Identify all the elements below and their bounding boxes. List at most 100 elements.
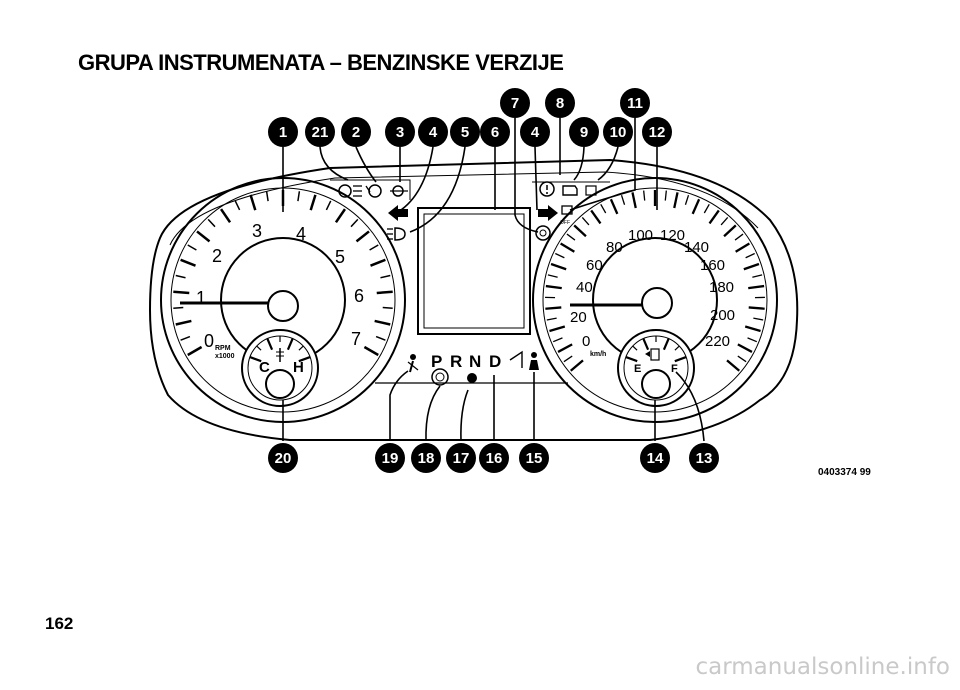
dial-tick xyxy=(563,355,573,363)
fuel-pump-icon xyxy=(645,348,660,361)
gear-p: P xyxy=(431,352,442,371)
callout-label: 13 xyxy=(696,450,713,467)
dial-tick xyxy=(256,345,262,351)
dial-tick xyxy=(549,325,566,333)
fuel-high-label: F xyxy=(671,363,678,375)
dial-tick xyxy=(380,274,391,279)
dial-tick xyxy=(573,224,587,238)
right-turn-signal-icon xyxy=(538,205,558,221)
dial-tick xyxy=(375,335,386,341)
callout-label: 19 xyxy=(382,450,399,467)
cluster-inner-rim xyxy=(169,171,759,246)
speed-label-60: 60 xyxy=(586,257,603,274)
speed-label-0: 0 xyxy=(582,333,590,350)
callout-label: 15 xyxy=(526,450,543,467)
dial-tick xyxy=(298,356,311,363)
tach-unit-rpm: RPM xyxy=(215,345,231,352)
dial-tick xyxy=(566,233,576,241)
speed-label-160: 160 xyxy=(700,257,725,274)
parking-brake-icon xyxy=(431,368,449,386)
dial-tick xyxy=(286,338,294,351)
center-display xyxy=(417,207,531,335)
speed-label-200: 200 xyxy=(710,307,735,324)
dial-tick xyxy=(175,274,186,279)
callout-circle xyxy=(480,117,510,147)
dial-tick xyxy=(297,191,301,202)
callout-circle xyxy=(569,117,599,147)
tach-label-6: 6 xyxy=(354,286,364,306)
dial-tick xyxy=(173,290,190,295)
dial-tick xyxy=(560,242,575,253)
dial-tick xyxy=(744,325,761,333)
seatbelt-rear-icon xyxy=(585,185,597,196)
dial-tick xyxy=(545,284,562,290)
speed-label-20: 20 xyxy=(570,309,587,326)
callout-circle xyxy=(385,117,415,147)
speed-label-80: 80 xyxy=(606,239,623,256)
dial-tick xyxy=(726,359,741,372)
callout-circle xyxy=(375,443,405,473)
callout-circle xyxy=(411,443,441,473)
dial-tick xyxy=(745,252,755,259)
callout-label: 8 xyxy=(556,95,564,112)
gear-r: R xyxy=(450,352,462,371)
brake-warning-icon xyxy=(539,181,555,197)
callout-label: 6 xyxy=(491,124,499,141)
dial-tick xyxy=(642,338,650,351)
dial-tick xyxy=(632,345,638,351)
dial-tick xyxy=(187,244,197,251)
cluster-housing xyxy=(148,158,799,441)
dial-tick xyxy=(737,355,747,363)
tach-label-3: 3 xyxy=(252,221,262,241)
dial-tick xyxy=(631,192,637,209)
callout-label: 20 xyxy=(275,450,292,467)
dial-tick xyxy=(546,317,557,321)
dial-tick xyxy=(674,356,687,363)
dial-tick xyxy=(370,258,386,267)
position-lights-icon xyxy=(390,185,408,197)
seatbelt-icon xyxy=(407,354,419,373)
oil-pressure-icon xyxy=(509,350,523,368)
dial-tick xyxy=(600,203,607,214)
dial-tick xyxy=(734,233,744,241)
callout-circle xyxy=(268,117,298,147)
dial-tick xyxy=(350,218,359,228)
callout-circle xyxy=(341,117,371,147)
center-display-inner xyxy=(423,213,525,329)
callout-label: 17 xyxy=(453,450,470,467)
callout-label: 2 xyxy=(352,124,360,141)
dial-tick xyxy=(673,192,679,209)
callout-circle xyxy=(500,88,530,118)
dial-tick xyxy=(643,190,646,201)
callout-label: 18 xyxy=(418,450,435,467)
callout-label: 11 xyxy=(627,95,643,112)
callout-label: 3 xyxy=(396,124,404,141)
dial-tick xyxy=(196,230,211,243)
cruise-control-icon xyxy=(535,225,551,241)
tach-label-0: 0 xyxy=(204,331,214,351)
speed-label-100: 100 xyxy=(628,227,653,244)
temp-hub xyxy=(265,369,295,399)
temp-low-label: C xyxy=(259,359,270,376)
callout-label: 7 xyxy=(511,95,519,112)
callout-circle xyxy=(620,88,650,118)
speed-label-180: 180 xyxy=(709,279,734,296)
dial-tick xyxy=(625,356,638,363)
dial-tick xyxy=(376,290,393,295)
dial-tick xyxy=(753,317,764,321)
callout-circle xyxy=(603,117,633,147)
fuel-hub xyxy=(641,369,671,399)
tach-label-5: 5 xyxy=(335,247,345,267)
dial-tick xyxy=(674,345,680,351)
dial-tick xyxy=(175,319,192,326)
dial-tick xyxy=(747,337,758,343)
callout-circle xyxy=(305,117,335,147)
dial-tick xyxy=(708,209,720,225)
temp-high-label: H xyxy=(293,359,304,376)
figure-code: 0403374 99 xyxy=(818,467,871,478)
callout-circle xyxy=(640,443,670,473)
dial-tick xyxy=(325,200,332,211)
speed-hub xyxy=(641,287,673,319)
dial-tick xyxy=(374,319,391,326)
